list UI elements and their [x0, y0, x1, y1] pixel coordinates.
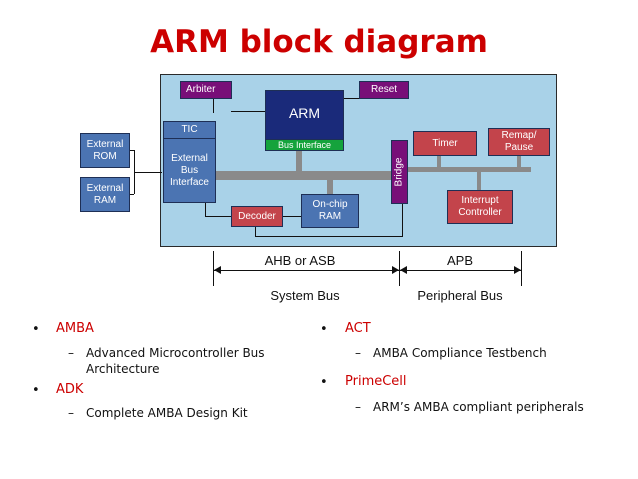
- ebi-decoder-line-h: [205, 216, 231, 217]
- bullet-marker: •: [32, 322, 40, 337]
- bullet-primecell: PrimeCell: [345, 374, 407, 389]
- ahb-label: AHB or ASB: [240, 253, 360, 268]
- decoder-ram-line: [283, 216, 301, 217]
- apb-right-arrowhead: [514, 266, 521, 274]
- apb-arrow-line: [400, 270, 521, 271]
- arm-core-block: ARM: [265, 90, 344, 140]
- rom-connector-h: [130, 150, 134, 151]
- decoder-bridge-line-v1: [255, 227, 256, 237]
- bullet-adk: ADK: [56, 382, 84, 397]
- decoder-bridge-line-h: [255, 236, 403, 237]
- bridge-label: Bridge: [393, 157, 405, 187]
- sub-item: Complete AMBA Design Kit: [86, 406, 248, 420]
- bullet-amba: AMBA: [56, 321, 94, 336]
- apb-label: APB: [430, 253, 490, 268]
- sub-dash: –: [68, 346, 74, 360]
- sub-dash: –: [355, 346, 361, 360]
- sub-item: ARM’s AMBA compliant peripherals: [373, 400, 584, 414]
- ebi-decoder-line-v: [205, 203, 206, 217]
- arbiter-arm-line: [231, 111, 265, 112]
- arm-bus-link: [296, 150, 302, 175]
- system-bus-label: System Bus: [270, 288, 340, 303]
- external-bus-interface-block: External Bus Interface: [163, 138, 216, 203]
- remap-bus-link: [517, 154, 521, 169]
- apb-right-tick: [521, 251, 522, 286]
- external-ram-block: External RAM: [80, 177, 130, 212]
- page-title: ARM block diagram: [150, 24, 488, 60]
- sub-dash: –: [355, 400, 361, 414]
- sub-item: AMBA Compliance Testbench: [373, 346, 547, 360]
- decoder-bridge-line-v2: [402, 203, 403, 237]
- reset-block: Reset: [359, 81, 409, 99]
- ahb-right-arrowhead: [392, 266, 399, 274]
- decoder-block: Decoder: [231, 206, 283, 227]
- arbiter-tic-line: [213, 98, 214, 113]
- remap-pause-block: Remap/ Pause: [488, 128, 550, 156]
- onchip-ram-block: On-chip RAM: [301, 194, 359, 228]
- ebi-connector-h: [134, 172, 162, 173]
- interrupt-controller-block: Interrupt Controller: [447, 190, 513, 224]
- sub-dash: –: [68, 406, 74, 420]
- tic-block: TIC: [163, 121, 216, 139]
- bus-divider-tick: [399, 251, 400, 286]
- bus-interface-block: Bus Interface: [265, 139, 344, 151]
- bullet-marker: •: [320, 322, 328, 337]
- ahb-arrow-line: [214, 270, 399, 271]
- ahb-left-tick: [213, 251, 214, 286]
- ram-bus-link: [327, 178, 333, 196]
- ram-connector-h: [130, 194, 134, 195]
- peripheral-bus-bar: [406, 167, 531, 172]
- apb-left-arrowhead: [400, 266, 407, 274]
- bullet-act: ACT: [345, 321, 371, 336]
- bullet-marker: •: [32, 383, 40, 398]
- bullet-marker: •: [320, 375, 328, 390]
- sub-item: Architecture: [86, 362, 160, 376]
- interrupt-bus-link: [477, 170, 481, 192]
- peripheral-bus-label: Peripheral Bus: [417, 288, 503, 303]
- arbiter-block: Arbiter: [180, 81, 232, 99]
- external-rom-block: External ROM: [80, 133, 130, 168]
- ahb-left-arrowhead: [214, 266, 221, 274]
- sub-item: Advanced Microcontroller Bus: [86, 346, 265, 360]
- timer-block: Timer: [413, 131, 477, 156]
- bridge-block: Bridge: [391, 140, 408, 204]
- system-bus-bar: [213, 171, 393, 180]
- timer-bus-link: [437, 155, 441, 169]
